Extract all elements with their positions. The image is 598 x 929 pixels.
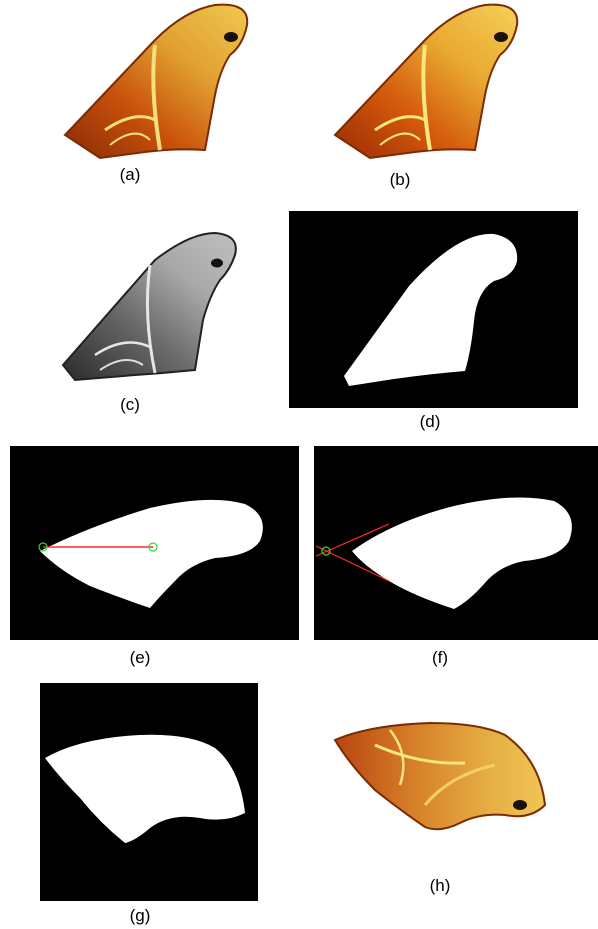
axis-line-image [10,446,299,640]
panel-g-rotated-mask [40,683,258,901]
binary-mask-image [289,211,578,408]
rotated-mask-image [40,683,258,901]
rotated-color-wing-image [330,705,560,835]
color-wing-image [55,0,255,165]
panel-b-enhanced-wing [325,0,525,165]
caption-c: (c) [100,395,160,415]
caption-g: (g) [110,906,170,926]
caption-h: (h) [410,876,470,896]
tangent-lines-image [314,446,598,640]
panel-h-rotated-color-wing [330,705,560,835]
caption-d: (d) [400,412,460,432]
panel-c-grayscale-wing [55,225,255,385]
panel-f-tangent-lines [314,446,598,640]
caption-f: (f) [410,648,470,668]
grayscale-wing-image [55,225,255,385]
panel-a-color-wing [55,0,255,165]
caption-e: (e) [110,648,170,668]
panel-e-axis-line [10,446,299,640]
panel-d-binary-mask [289,211,578,408]
caption-b: (b) [370,170,430,190]
enhanced-wing-image [325,0,525,165]
caption-a: (a) [100,165,160,185]
